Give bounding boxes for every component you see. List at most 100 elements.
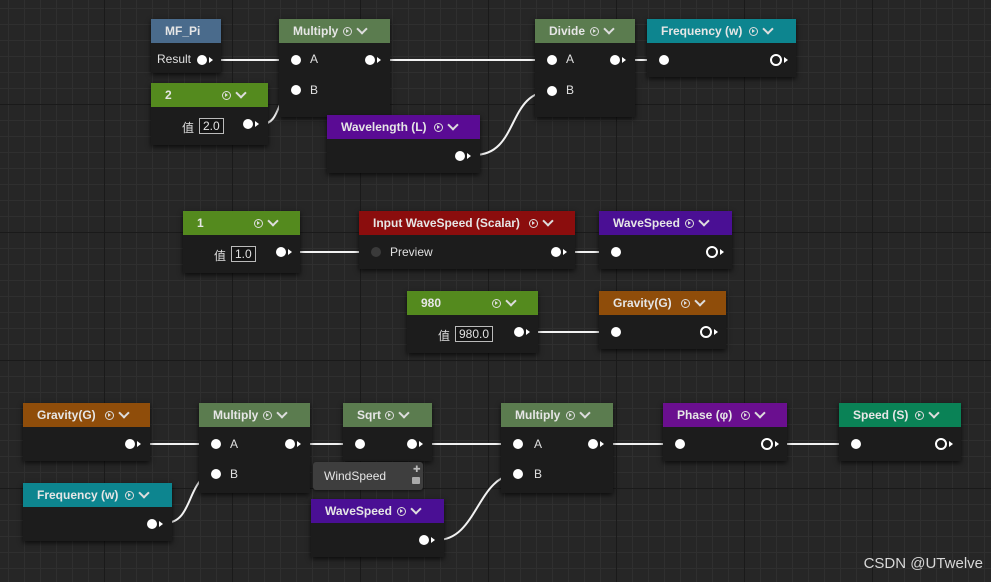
preview-toggle-icon[interactable] bbox=[741, 410, 750, 420]
chevron-down-icon[interactable] bbox=[138, 487, 150, 499]
preview-toggle-icon[interactable] bbox=[105, 410, 114, 420]
value-field[interactable]: 2.0 bbox=[199, 118, 224, 134]
comment-bubble-icon[interactable] bbox=[412, 477, 420, 484]
comment-bubble[interactable]: WindSpeed ✚ bbox=[313, 462, 423, 490]
preview-toggle-icon[interactable] bbox=[681, 298, 690, 308]
node-header[interactable]: Multiply bbox=[199, 403, 310, 427]
node-frequency-bottom[interactable]: Frequency (w) bbox=[23, 483, 172, 541]
input-a-pin[interactable] bbox=[547, 55, 557, 65]
preview-toggle-icon[interactable] bbox=[566, 410, 575, 420]
node-speed[interactable]: Speed (S) bbox=[839, 403, 961, 461]
node-constant-2[interactable]: 2 值 2.0 bbox=[151, 83, 268, 145]
node-gravity-bottom[interactable]: Gravity(G) bbox=[23, 403, 150, 461]
output-pin[interactable] bbox=[935, 438, 947, 450]
chevron-down-icon[interactable] bbox=[698, 215, 710, 227]
input-pin[interactable] bbox=[355, 439, 365, 449]
chevron-down-icon[interactable] bbox=[235, 87, 247, 99]
node-input-wavespeed[interactable]: Input WaveSpeed (Scalar) Preview bbox=[359, 211, 575, 269]
input-b-pin[interactable] bbox=[211, 469, 221, 479]
chevron-down-icon[interactable] bbox=[398, 407, 410, 419]
chevron-down-icon[interactable] bbox=[762, 23, 774, 35]
chevron-down-icon[interactable] bbox=[505, 295, 517, 307]
node-wavelength[interactable]: Wavelength (L) bbox=[327, 115, 480, 173]
node-phase[interactable]: Phase (φ) bbox=[663, 403, 787, 461]
preview-toggle-icon[interactable] bbox=[915, 410, 924, 420]
output-pin[interactable] bbox=[761, 438, 773, 450]
output-pin[interactable] bbox=[706, 246, 718, 258]
output-pin[interactable] bbox=[125, 439, 135, 449]
node-header[interactable]: Gravity(G) bbox=[599, 291, 726, 315]
node-sqrt[interactable]: Sqrt bbox=[343, 403, 432, 461]
input-pin[interactable] bbox=[659, 55, 669, 65]
node-frequency-top[interactable]: Frequency (w) bbox=[647, 19, 796, 77]
preview-toggle-icon[interactable] bbox=[590, 26, 599, 36]
output-pin[interactable] bbox=[197, 55, 207, 65]
chevron-down-icon[interactable] bbox=[694, 295, 706, 307]
chevron-down-icon[interactable] bbox=[928, 407, 940, 419]
chevron-down-icon[interactable] bbox=[579, 407, 591, 419]
node-header[interactable]: 1 bbox=[183, 211, 300, 235]
output-pin[interactable] bbox=[419, 535, 429, 545]
output-pin[interactable] bbox=[285, 439, 295, 449]
output-pin[interactable] bbox=[514, 327, 524, 337]
value-field[interactable]: 1.0 bbox=[231, 246, 256, 262]
preview-toggle-icon[interactable] bbox=[385, 410, 394, 420]
node-mf-pi[interactable]: MF_Pi Result bbox=[151, 19, 221, 73]
preview-toggle-icon[interactable] bbox=[397, 506, 406, 516]
input-pin[interactable] bbox=[611, 327, 621, 337]
preview-toggle-icon[interactable] bbox=[343, 26, 352, 36]
node-header[interactable]: Frequency (w) bbox=[23, 483, 172, 507]
pin-comment-icon[interactable]: ✚ bbox=[413, 464, 421, 474]
output-pin[interactable] bbox=[147, 519, 157, 529]
node-header[interactable]: Divide bbox=[535, 19, 635, 43]
output-pin[interactable] bbox=[770, 54, 782, 66]
node-header[interactable]: WaveSpeed bbox=[311, 499, 444, 523]
node-header[interactable]: MF_Pi bbox=[151, 19, 221, 43]
node-header[interactable]: Multiply bbox=[501, 403, 613, 427]
chevron-down-icon[interactable] bbox=[542, 215, 554, 227]
node-header[interactable]: Phase (φ) bbox=[663, 403, 787, 427]
node-header[interactable]: WaveSpeed bbox=[599, 211, 732, 235]
output-pin[interactable] bbox=[276, 247, 286, 257]
node-multiply-top[interactable]: Multiply A B bbox=[279, 19, 390, 117]
node-header[interactable]: Multiply bbox=[279, 19, 390, 43]
preview-toggle-icon[interactable] bbox=[529, 218, 538, 228]
preview-input-pin[interactable] bbox=[371, 247, 381, 257]
output-pin[interactable] bbox=[407, 439, 417, 449]
preview-toggle-icon[interactable] bbox=[222, 90, 231, 100]
node-wavespeed-top[interactable]: WaveSpeed bbox=[599, 211, 732, 269]
preview-toggle-icon[interactable] bbox=[749, 26, 758, 36]
input-a-pin[interactable] bbox=[211, 439, 221, 449]
chevron-down-icon[interactable] bbox=[410, 503, 422, 515]
input-pin[interactable] bbox=[611, 247, 621, 257]
node-header[interactable]: Gravity(G) bbox=[23, 403, 150, 427]
input-b-pin[interactable] bbox=[513, 469, 523, 479]
input-b-pin[interactable] bbox=[291, 85, 301, 95]
input-b-pin[interactable] bbox=[547, 86, 557, 96]
value-field[interactable]: 980.0 bbox=[455, 326, 494, 342]
node-header[interactable]: Frequency (w) bbox=[647, 19, 796, 43]
output-pin[interactable] bbox=[243, 119, 253, 129]
chevron-down-icon[interactable] bbox=[754, 407, 766, 419]
chevron-down-icon[interactable] bbox=[118, 407, 130, 419]
input-pin[interactable] bbox=[851, 439, 861, 449]
preview-toggle-icon[interactable] bbox=[254, 218, 263, 228]
preview-toggle-icon[interactable] bbox=[492, 298, 501, 308]
chevron-down-icon[interactable] bbox=[267, 215, 279, 227]
preview-toggle-icon[interactable] bbox=[125, 490, 134, 500]
chevron-down-icon[interactable] bbox=[356, 23, 368, 35]
node-header[interactable]: Speed (S) bbox=[839, 403, 961, 427]
chevron-down-icon[interactable] bbox=[276, 407, 288, 419]
node-header[interactable]: Input WaveSpeed (Scalar) bbox=[359, 211, 575, 235]
node-header[interactable]: Wavelength (L) bbox=[327, 115, 480, 139]
node-divide[interactable]: Divide A B bbox=[535, 19, 635, 117]
node-constant-980[interactable]: 980 值 980.0 bbox=[407, 291, 538, 353]
output-pin[interactable] bbox=[455, 151, 465, 161]
node-gravity-top[interactable]: Gravity(G) bbox=[599, 291, 726, 349]
input-pin[interactable] bbox=[675, 439, 685, 449]
preview-toggle-icon[interactable] bbox=[434, 122, 443, 132]
chevron-down-icon[interactable] bbox=[603, 23, 615, 35]
output-pin[interactable] bbox=[610, 55, 620, 65]
node-header[interactable]: Sqrt bbox=[343, 403, 432, 427]
output-pin[interactable] bbox=[365, 55, 375, 65]
